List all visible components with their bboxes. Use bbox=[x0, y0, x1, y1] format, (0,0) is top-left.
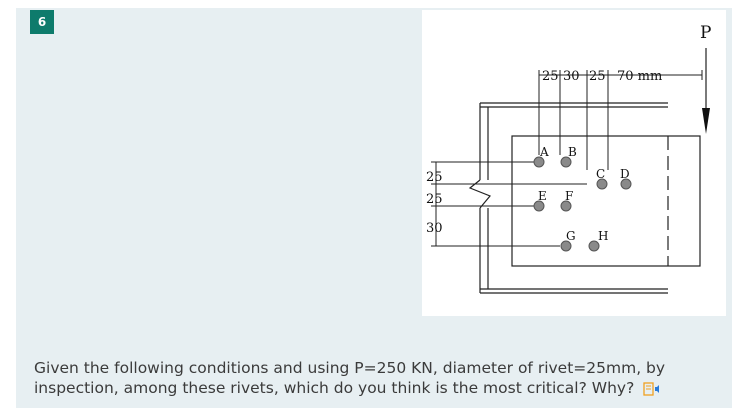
rivet-c bbox=[596, 178, 608, 190]
question-number-badge: 6 bbox=[30, 10, 54, 34]
question-text: Given the following conditions and using… bbox=[34, 358, 694, 398]
top-dimension-line bbox=[538, 70, 703, 170]
left-dimension-line bbox=[431, 161, 587, 247]
dim-left-1: 25 bbox=[426, 170, 443, 185]
riveted-connection-figure: P 25 30 25 70 mm bbox=[422, 10, 726, 316]
rivet-label-d: D bbox=[620, 167, 630, 181]
load-arrow bbox=[702, 48, 710, 134]
question-line-2: inspection, among these rivets, which do… bbox=[34, 379, 635, 397]
figure-drawing: P 25 30 25 70 mm bbox=[426, 23, 711, 294]
rivet-d bbox=[620, 178, 632, 190]
dim-top-3: 25 bbox=[589, 69, 606, 84]
rivet-f bbox=[560, 200, 572, 212]
rivet-label-e: E bbox=[538, 189, 547, 203]
rivet-h bbox=[588, 240, 600, 252]
gusset-plate bbox=[511, 135, 701, 267]
question-line-1: Given the following conditions and using… bbox=[34, 359, 666, 377]
dim-left-2: 25 bbox=[426, 192, 443, 207]
rivet-b bbox=[560, 156, 572, 168]
dim-top-2: 30 bbox=[563, 69, 580, 84]
rivet-label-g: G bbox=[566, 229, 576, 243]
rivet-label-f: F bbox=[565, 189, 573, 203]
dim-top-1: 25 bbox=[542, 69, 559, 84]
rivet-label-a: A bbox=[539, 145, 549, 159]
rivet-g bbox=[560, 240, 572, 252]
dim-left-3: 30 bbox=[426, 221, 443, 236]
rivet-label-b: B bbox=[568, 145, 577, 159]
immersive-reader-icon[interactable] bbox=[643, 381, 661, 397]
rivet-label-c: C bbox=[596, 167, 605, 181]
load-label: P bbox=[700, 23, 711, 43]
rivet-e bbox=[533, 200, 545, 212]
rivet-label-h: H bbox=[598, 229, 608, 243]
dim-top-4: 70 mm bbox=[617, 69, 662, 84]
rivet-a bbox=[533, 156, 545, 168]
